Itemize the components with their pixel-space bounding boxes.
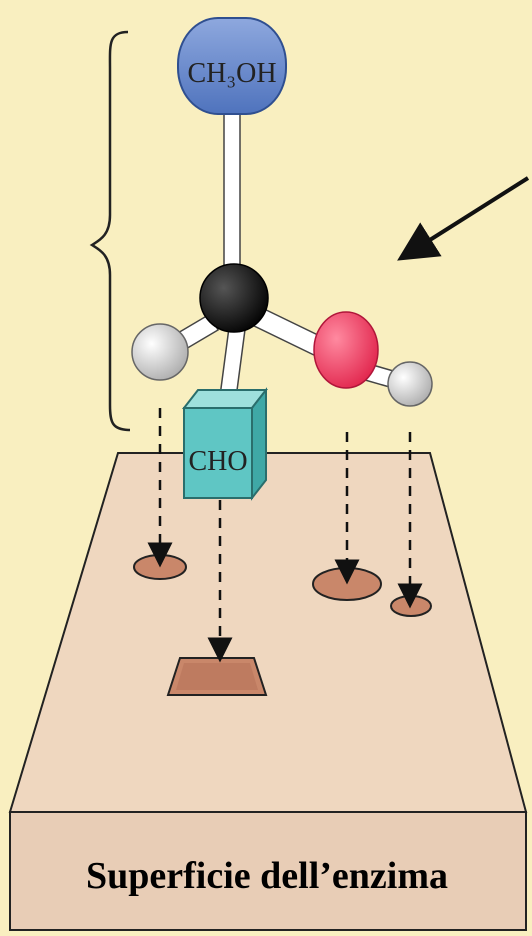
cho-cube-front bbox=[183, 407, 253, 499]
molecule-bracket bbox=[89, 30, 131, 432]
bond-top bbox=[223, 103, 241, 277]
hydrogen-atom-left bbox=[131, 323, 189, 381]
hydrogen-atom-right bbox=[387, 361, 433, 407]
carbon-atom bbox=[199, 263, 269, 333]
binding-site-hydrogen-right bbox=[390, 595, 432, 617]
cho-label: CHO bbox=[188, 446, 247, 477]
cho-group: CHO bbox=[181, 387, 269, 501]
ch3oh-group: CH₃OH bbox=[177, 17, 287, 115]
enzyme-surface-top bbox=[8, 452, 528, 813]
oxygen-atom bbox=[313, 311, 379, 389]
binding-site-hydrogen-left bbox=[133, 554, 187, 580]
ch3oh-label: CH₃OH bbox=[187, 58, 276, 89]
dashed-arrows bbox=[147, 408, 423, 663]
binding-site-oxygen bbox=[312, 567, 382, 601]
enzyme-surface-caption: Superficie dell’enzima bbox=[86, 855, 448, 897]
pointer-arrow bbox=[397, 176, 530, 261]
cho-cube-side bbox=[251, 387, 267, 501]
binding-site-cho-pocket-inner bbox=[176, 663, 258, 690]
enzyme-surface-front bbox=[9, 811, 527, 931]
